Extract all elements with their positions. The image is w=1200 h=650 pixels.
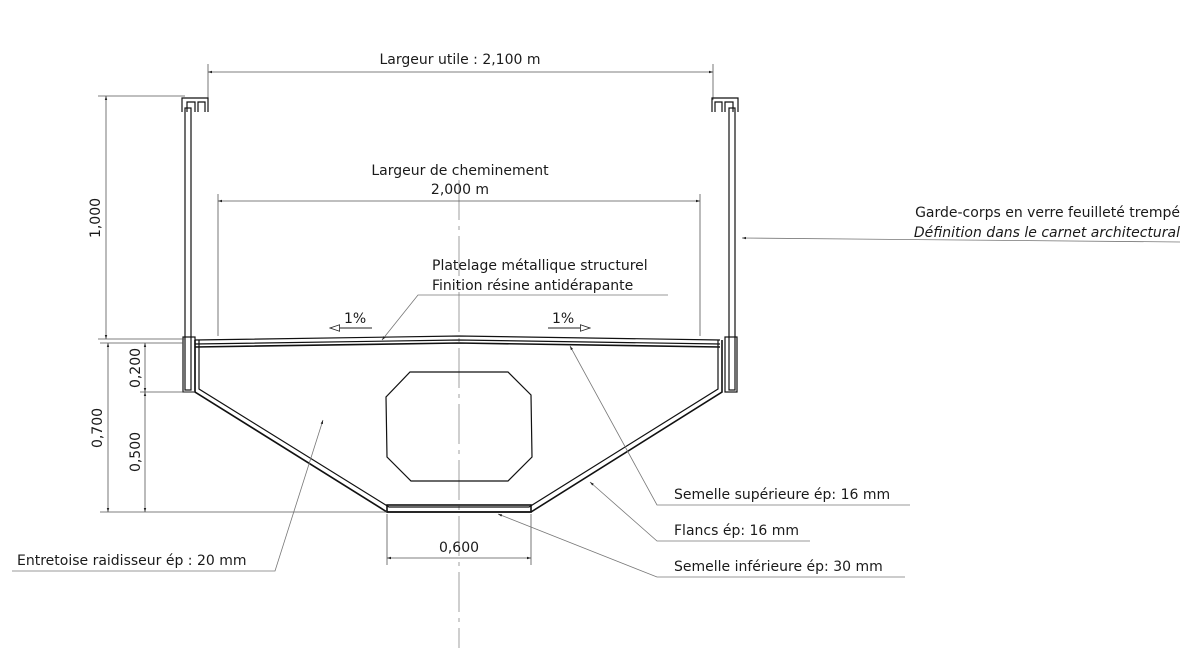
deck-note-line1: Platelage métallique structurel	[432, 258, 648, 274]
useful-width-dimension: Largeur utile : 2,100 m	[207, 52, 714, 100]
diaphragm-annotation: Entretoise raidisseur ép : 20 mm	[12, 419, 324, 572]
deck-annotation: Platelage métallique structurel Finition…	[381, 258, 668, 341]
useful-width-label: Largeur utile : 2,100 m	[379, 52, 540, 68]
bottom-width-label: 0,600	[439, 540, 479, 556]
webs-note: Flancs ép: 16 mm	[674, 523, 799, 539]
bottom-width-dimension: 0,600	[386, 514, 532, 565]
total-depth-label: 0,700	[90, 408, 106, 448]
bottom-flange-annotation: Semelle inférieure ép: 30 mm	[497, 513, 905, 578]
walk-width-dimension: Largeur de cheminement 2,000 m	[217, 163, 701, 336]
railing-note-line2: Définition dans le carnet architectural	[914, 225, 1180, 241]
railing-note-line1: Garde-corps en verre feuilleté trempé	[915, 205, 1180, 221]
diaphragm-opening	[385, 371, 533, 482]
upper-depth-label: 0,200	[128, 348, 144, 388]
walk-width-label: Largeur de cheminement	[371, 163, 549, 179]
depth-dimensions: 0,700 0,200 0,500	[90, 342, 387, 513]
bottom-flange-note: Semelle inférieure ép: 30 mm	[674, 559, 883, 575]
deck-note-line2: Finition résine antidérapante	[432, 278, 633, 294]
diaphragm-note: Entretoise raidisseur ép : 20 mm	[17, 553, 247, 569]
box-girder	[194, 340, 723, 513]
railing-height-dimension: 1,000	[88, 95, 185, 340]
top-flange-note: Semelle supérieure ép: 16 mm	[674, 487, 890, 503]
slope-right-label: 1%	[552, 311, 574, 327]
top-flange-annotation: Semelle supérieure ép: 16 mm	[569, 345, 910, 506]
slope-right-indicator: 1%	[548, 311, 590, 328]
railing-annotation: Garde-corps en verre feuilleté trempé Dé…	[741, 205, 1180, 243]
lower-depth-label: 0,500	[128, 432, 144, 472]
deck-plate	[194, 335, 721, 348]
webs-annotation: Flancs ép: 16 mm	[589, 481, 810, 542]
bottom-flange	[386, 504, 532, 513]
walk-width-value: 2,000 m	[431, 182, 489, 198]
slope-left-label: 1%	[344, 311, 366, 327]
railing-right	[711, 97, 739, 393]
railing-height-label: 1,000	[88, 198, 104, 238]
slope-left-indicator: 1%	[330, 311, 372, 328]
